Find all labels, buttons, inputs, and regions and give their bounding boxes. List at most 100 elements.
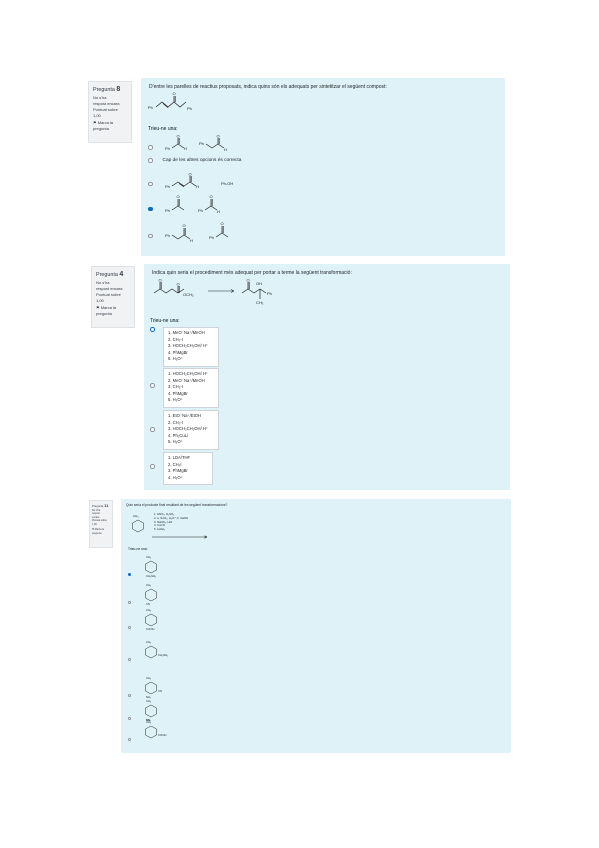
reagent-pair-image: Ph O Ph O H <box>165 194 220 214</box>
o-label: O <box>173 91 176 96</box>
amine-label: NH₂ <box>146 718 152 722</box>
option-radio-selected[interactable] <box>128 572 131 576</box>
option-4[interactable]: CH₃ CH₂NH₂ <box>128 640 183 666</box>
reagent-sequence-card: 1. MeO⁻Na⁺/MeOH 2. CH₃-I 3. HOCH₂CH₂OH/ … <box>163 327 219 367</box>
product-structure: CH₃ CH₂NH₂ <box>143 640 183 666</box>
option-2[interactable]: CH₃ CN <box>128 583 183 609</box>
reagent-sequence-card: 1. LDA/THF 2. CH₃I 3. PhMgBr 4. H₃O⁺ <box>163 452 213 485</box>
question-info: Pregunta 4 No s'ha respost encara Puntua… <box>91 266 135 328</box>
reaction-steps: 1. HNO₃, H₂SO₄ 2. a. SnCl₂, H₃O⁺; b. NaO… <box>154 512 189 532</box>
option-5[interactable]: Ph O H Ph O <box>148 220 255 244</box>
option-radio[interactable] <box>128 600 131 604</box>
question-content: Quin seria el producte final resultant d… <box>121 499 511 753</box>
question-number: 11 <box>104 503 109 508</box>
question-number-label: Pregunta <box>96 272 118 278</box>
option-2[interactable] <box>150 383 155 388</box>
ph-label: Ph <box>165 184 170 189</box>
option-7[interactable]: CH₃ COOH <box>128 720 183 746</box>
ph-label: Ph <box>209 235 214 240</box>
o-label: O <box>177 282 180 287</box>
option-radio[interactable] <box>128 716 131 720</box>
ph-label: Ph <box>187 106 192 111</box>
option-radio[interactable] <box>128 693 131 697</box>
question-number-label: Pregunta <box>93 87 115 93</box>
ph-label: Ph <box>165 146 170 151</box>
o-label: O <box>188 172 191 177</box>
option-radio[interactable] <box>148 233 153 239</box>
question-prompt: D'entre les parelles de reactius proposa… <box>149 84 387 90</box>
benzene-ring <box>145 560 157 574</box>
ch3-label: CH₃ <box>256 300 264 305</box>
question-info: Pregunta 11 No s'ha respost encara Puntu… <box>89 500 113 548</box>
ch3-label: CH₃ <box>146 583 152 587</box>
option-radio[interactable] <box>128 625 131 629</box>
toluene-ring <box>132 519 144 533</box>
amine-label: NH₂ <box>146 695 152 699</box>
option-radio[interactable] <box>128 737 131 741</box>
question-status: No s'ha <box>92 508 101 512</box>
benzene-ring <box>145 645 157 659</box>
phoh-label: Ph-OH <box>221 181 233 186</box>
option-1[interactable] <box>150 327 155 332</box>
option-3[interactable] <box>150 427 155 432</box>
h-label: H <box>196 184 199 189</box>
benzene-ring <box>145 613 157 627</box>
benzene-ring <box>145 588 157 602</box>
substituent-label: CH₂NH₂ <box>158 653 169 657</box>
option-text: Cap de les altres opcions és correcta <box>162 158 242 163</box>
o-label: O <box>176 194 179 199</box>
o-label: O <box>176 134 179 139</box>
option-2[interactable]: Cap de les altres opcions és correcta <box>148 158 241 163</box>
question-number-label: Pregunta <box>92 504 104 508</box>
reaction-scheme: CH₃ 1. HNO₃, H₂SO₄ 2. a. SnCl₂, H₃O⁺; b.… <box>128 509 208 539</box>
ph-label: Ph <box>165 233 170 238</box>
reaction-arrow <box>152 535 208 539</box>
ch3-label: CH₃ <box>146 720 152 724</box>
o-label: O <box>209 194 212 199</box>
substituent-label: COOH <box>158 733 167 737</box>
substituent-label: CN <box>158 689 163 693</box>
option-radio[interactable] <box>150 383 155 388</box>
start-ch3-label: CH₃ <box>133 514 139 518</box>
option-radio[interactable] <box>148 181 153 187</box>
option-4[interactable]: Ph O Ph O H <box>148 193 245 217</box>
h-label: H <box>224 147 227 152</box>
option-radio[interactable] <box>128 657 131 661</box>
option-3[interactable]: Ph O H Ph-OH <box>148 171 255 191</box>
choose-one-label: Trieu-ne una: <box>148 126 178 132</box>
option-1[interactable]: Ph O H Ph O H <box>148 134 245 154</box>
reagent-sequence-card: 1. HOCH₂CH₂OH/ H⁺ 2. MeO⁻Na⁺/MeOH 3. CH₃… <box>163 368 219 408</box>
option-radio[interactable] <box>148 145 153 150</box>
option-radio[interactable] <box>150 464 155 469</box>
h-label: H <box>190 238 193 243</box>
och3-label: OCH₃ <box>183 292 194 297</box>
option-radio-selected[interactable] <box>148 206 153 212</box>
question-number: 8 <box>116 86 121 93</box>
option-radio[interactable] <box>150 427 155 432</box>
question-info: Pregunta 8 No s'ha respost encara Puntua… <box>88 81 132 143</box>
substituent-label: CN <box>146 602 151 606</box>
o-label: O <box>216 134 219 139</box>
option-radio-selected[interactable] <box>150 327 155 332</box>
h-label: H <box>217 209 220 214</box>
target-molecule: Ph O Ph <box>148 91 192 111</box>
option-4[interactable] <box>150 464 155 469</box>
ph-label: Ph <box>165 208 170 213</box>
substituent-label: CH₂NH₂ <box>146 574 157 578</box>
ph-label: Ph <box>198 208 203 213</box>
question-grade: Puntuat sobre <box>92 519 107 523</box>
option-radio[interactable] <box>148 158 153 163</box>
question-grade: Puntuat sobre <box>93 106 118 112</box>
h-label: H <box>184 146 187 151</box>
question-prompt: Quin seria el producte final resultant d… <box>126 503 228 507</box>
ch3-label: CH₃ <box>146 640 152 644</box>
